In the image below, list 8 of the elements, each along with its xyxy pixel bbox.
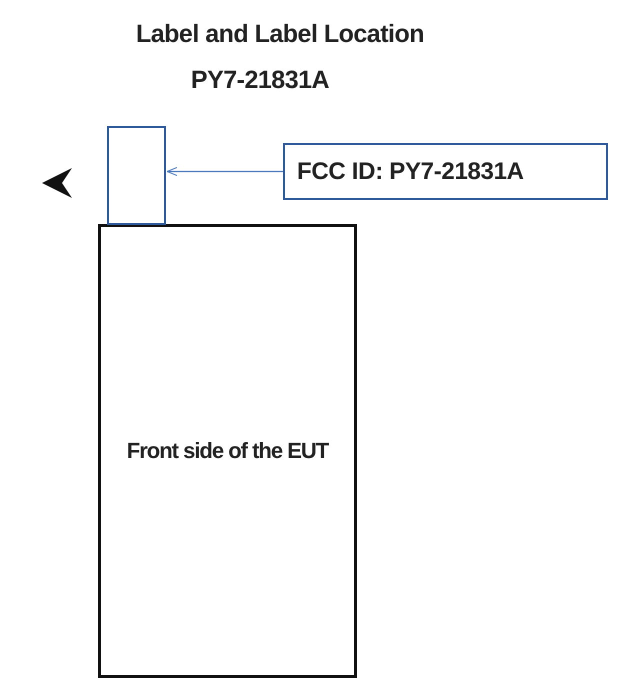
device-caption: Front side of the EUT (126, 438, 328, 464)
model-number: PY7-21831A (190, 66, 330, 95)
id-text: FCC ID: PY7-21831A (296, 158, 524, 186)
device-outline (98, 224, 357, 678)
title: Label and Label Location (134, 20, 426, 49)
label-box (107, 126, 166, 225)
arrow (166, 167, 283, 176)
fcc-id-box (283, 143, 608, 200)
